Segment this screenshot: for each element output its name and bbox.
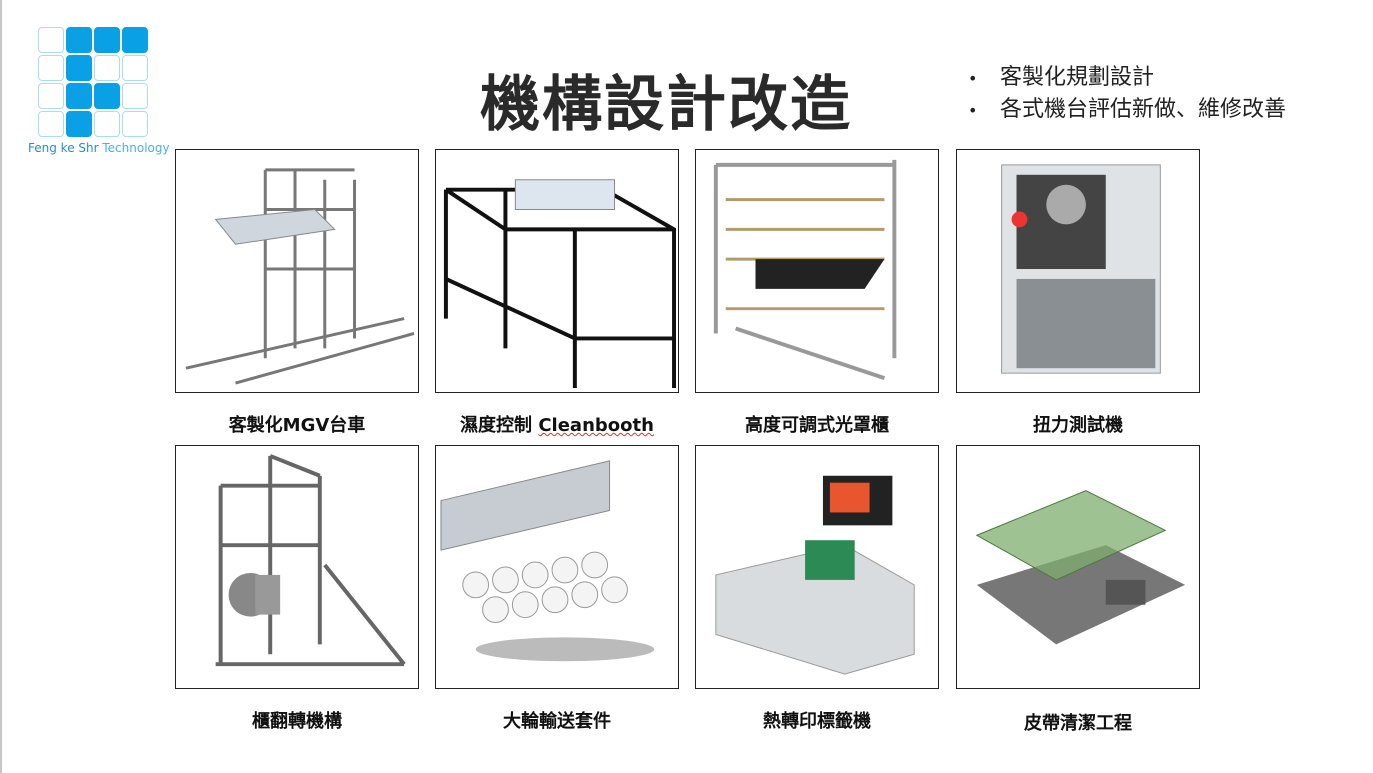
slide-edge — [0, 0, 2, 773]
image-mask-cabinet — [695, 149, 939, 393]
logo-text-b: Technology — [102, 141, 170, 155]
caption-belt-cleaning: 皮帶清潔工程 — [1024, 713, 1132, 734]
company-logo: Feng ke Shr Technology — [28, 27, 170, 155]
caption-mask-cabinet: 高度可調式光罩櫃 — [745, 415, 889, 436]
bullet-item: 客製化規劃設計 — [968, 62, 1286, 94]
caption-wheel-conveyor: 大輪輸送套件 — [503, 711, 611, 732]
image-cleanbooth — [435, 149, 679, 393]
caption-cleanbooth: 濕度控制 Cleanbooth — [427, 411, 687, 437]
caption-mgv-cart: 客製化MGV台車 — [228, 415, 366, 436]
image-label-printer — [695, 445, 939, 689]
image-mgv-cart — [175, 149, 419, 393]
bullet-item: 各式機台評估新做、維修改善 — [968, 94, 1286, 126]
bullet-list: 客製化規劃設計 各式機台評估新做、維修改善 — [968, 62, 1286, 126]
caption-cabinet-flipper: 櫃翻轉機構 — [252, 711, 342, 732]
image-cabinet-flipper — [175, 445, 419, 689]
caption-label-printer: 熱轉印標籤機 — [763, 711, 871, 732]
image-wheel-conveyor — [435, 445, 679, 689]
caption-torque-tester: 扭力測試機 — [1033, 415, 1123, 436]
image-torque-tester — [956, 149, 1200, 393]
logo-grid-icon — [38, 27, 148, 137]
caption-cleanbooth-a: 濕度控制 — [460, 415, 539, 436]
logo-text: Feng ke Shr Technology — [28, 141, 170, 155]
caption-cleanbooth-b: Cleanbooth — [538, 415, 654, 436]
image-belt-cleaning — [956, 445, 1200, 689]
page-title: 機構設計改造 — [480, 70, 852, 140]
logo-text-a: Feng ke Shr — [28, 141, 99, 155]
